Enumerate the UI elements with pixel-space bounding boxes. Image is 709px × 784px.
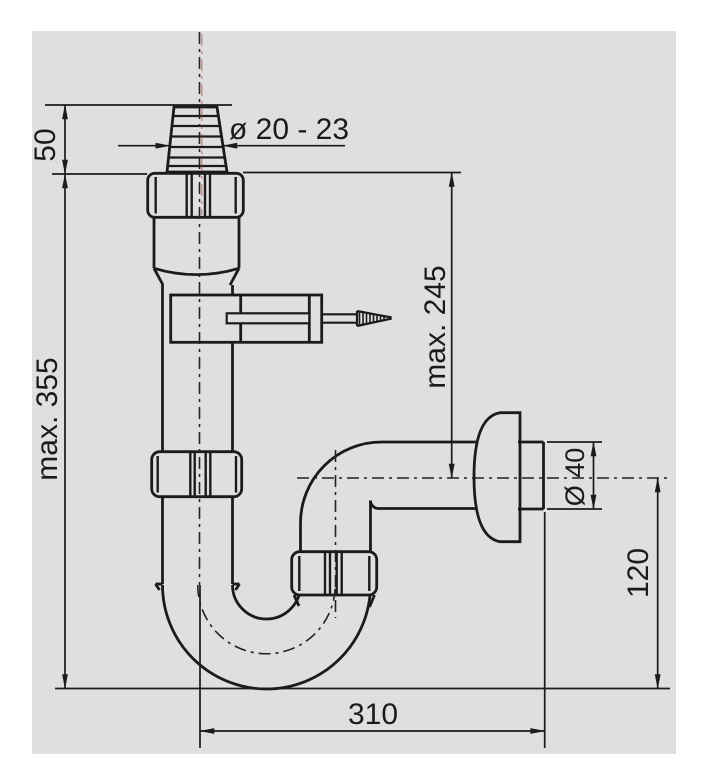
wall-bracket xyxy=(169,293,324,344)
dim-horizontal-reach-label: 310 xyxy=(348,698,398,731)
dim-inlet-to-outlet-label: max. 245 xyxy=(419,265,452,388)
dim-outlet-diameter-label: Ø 40 xyxy=(560,448,590,507)
centerlines xyxy=(196,32,670,655)
dim-hose-height-label: 50 xyxy=(29,128,62,161)
drawing-panel xyxy=(32,31,676,754)
union-nut-top xyxy=(146,171,245,219)
dim-total-height-label: max. 355 xyxy=(31,357,64,480)
outlet-stub xyxy=(518,440,545,511)
inlet-body xyxy=(152,217,241,286)
mounting-screw xyxy=(321,309,392,328)
dim-outlet-center-height-label: 120 xyxy=(622,548,655,598)
union-nut-middle xyxy=(150,450,244,499)
dim-hose-diameter-label: ø 20 - 23 xyxy=(229,113,349,146)
u-bend-centerline xyxy=(196,584,337,655)
